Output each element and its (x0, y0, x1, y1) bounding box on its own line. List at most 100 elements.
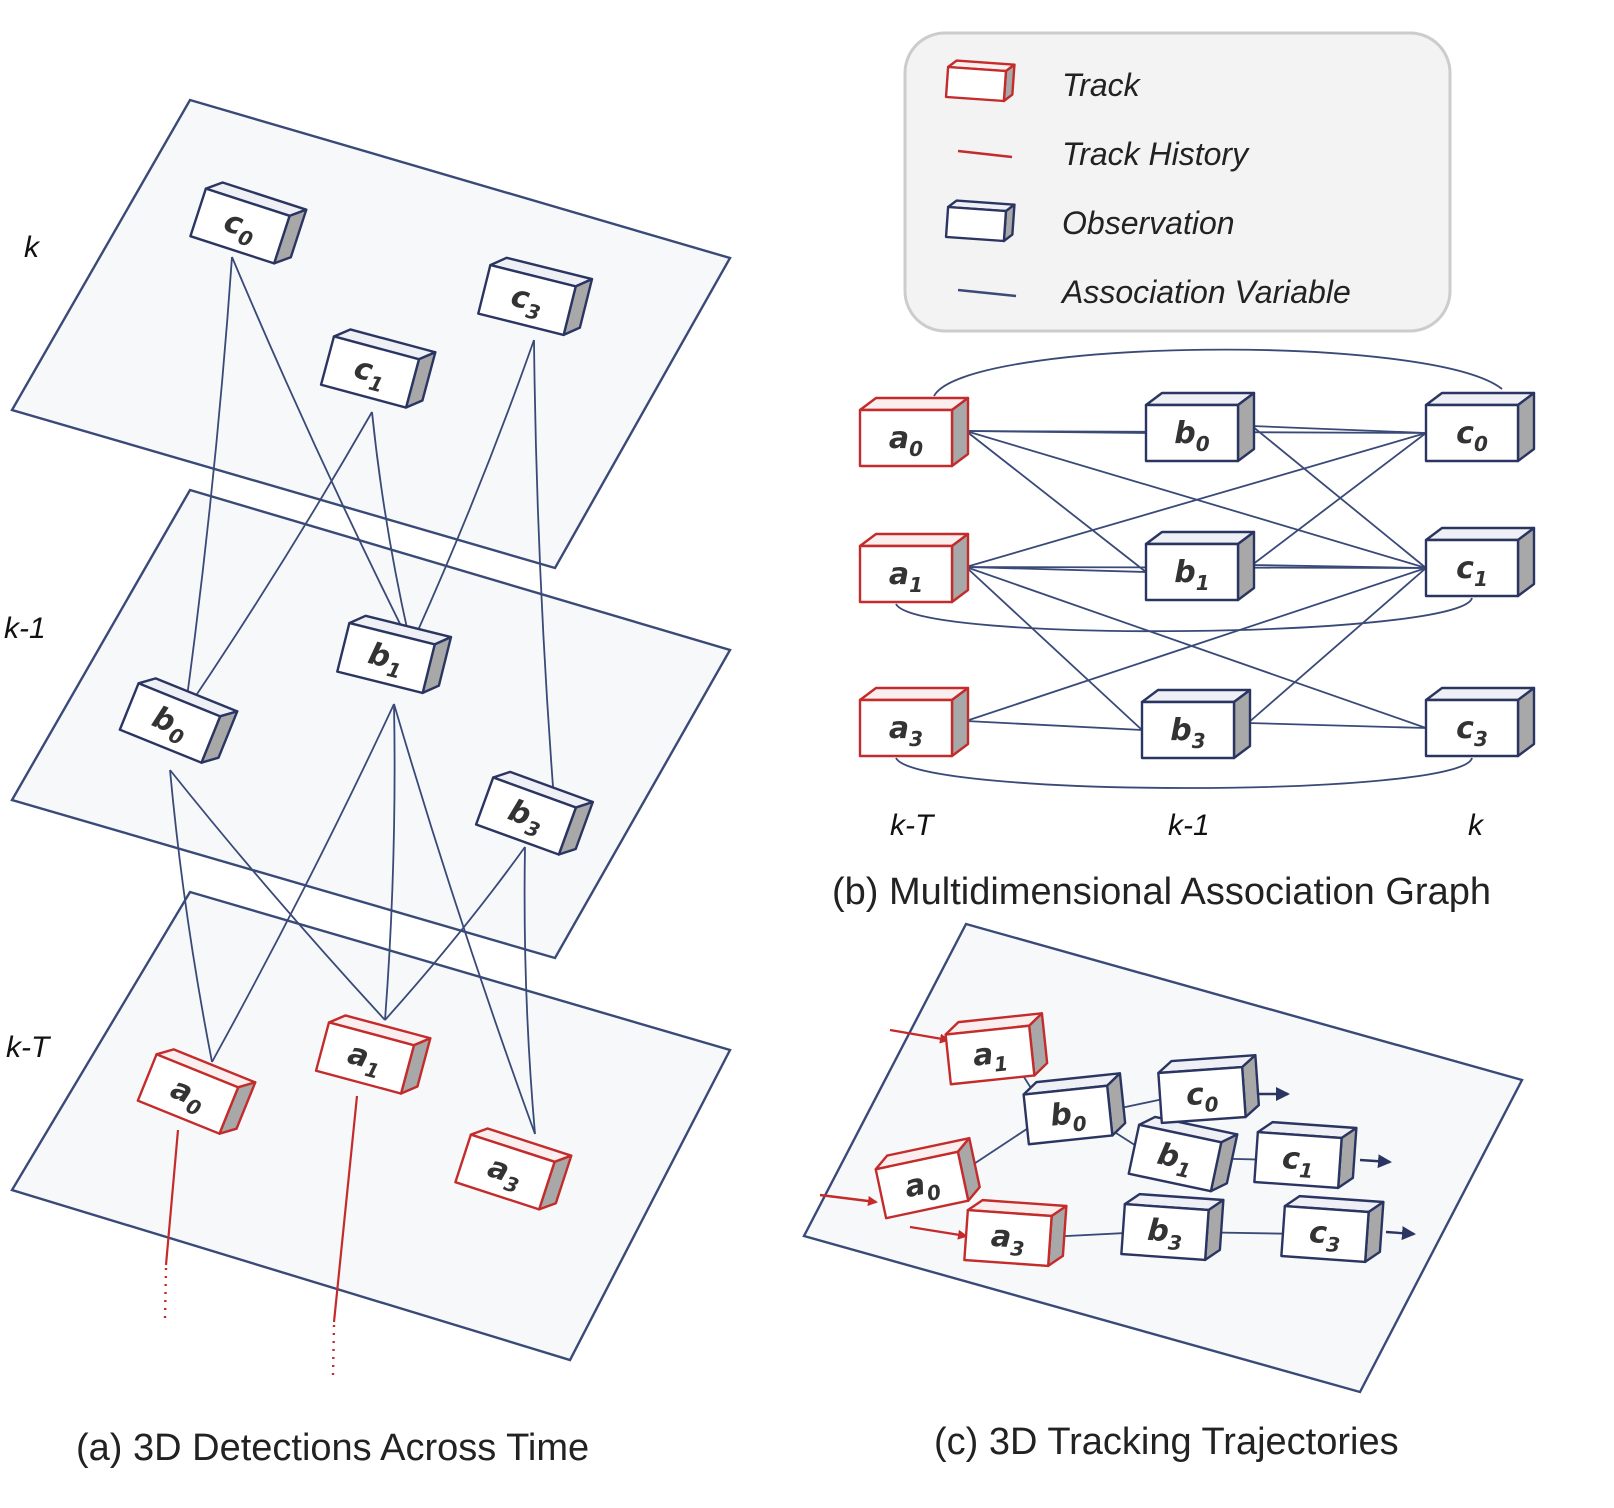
box-b0: b0 (1144, 391, 1256, 463)
box-label-a1: a1 (889, 557, 923, 597)
incoming-track-arrows (819, 1028, 968, 1240)
box-b3: b3 (1120, 1192, 1225, 1262)
outgoing-arrow-c1 (1359, 1154, 1392, 1169)
box-b3: b3 (474, 770, 595, 856)
level-label-k-minus-T: k-T (6, 1031, 52, 1064)
history-a1 (332, 1095, 359, 1323)
outgoing-arrow-c3 (1385, 1226, 1416, 1241)
history-a0 (164, 1129, 180, 1266)
box-label-a1: a1 (971, 1035, 1009, 1078)
edge-a3-b3 (965, 720, 1143, 731)
box-label-c0: c0 (1456, 416, 1488, 456)
box-a1: a1 (858, 532, 970, 604)
box-label-c3: c3 (1456, 711, 1488, 751)
edge-b0-c1 (1251, 425, 1427, 569)
box-c0: c0 (1157, 1053, 1261, 1125)
edge-c0-b0 (184, 256, 233, 713)
incoming-arrow-a0 (819, 1193, 878, 1206)
box-label-c3: c3 (1308, 1215, 1342, 1257)
edge-b1-a1 (384, 703, 396, 1021)
legend-track-history-swatch (957, 149, 1013, 159)
edge-c1-b0 (184, 411, 373, 713)
box-label-c1: c1 (1456, 551, 1488, 591)
box-label-c1: c1 (1281, 1141, 1315, 1183)
caption-c: (c) 3D Tracking Trajectories (934, 1421, 1399, 1463)
legend: Track Track History Observation Associat… (903, 31, 1452, 333)
edge-b1-c0 (1251, 432, 1427, 566)
plane-k-minus-T (10, 890, 732, 1362)
history-a1-dots (331, 1324, 336, 1376)
legend-association-label: Association Variable (1060, 274, 1351, 310)
box-label-b3: b3 (1170, 713, 1205, 753)
edge-b0-a1 (169, 769, 386, 1021)
box-b1: b1 (336, 614, 453, 695)
edge-b1-a0 (211, 703, 395, 1063)
box-a3: a3 (454, 1127, 573, 1211)
edge-a1-c0 (965, 432, 1427, 568)
plane-k-minus-1 (10, 488, 732, 960)
edge-c3-b3 (533, 339, 555, 801)
panel-b: a0 a1 a3 b0 b1 b3 c0 c1 c3 k-T k-1 k (b) Multidi… (832, 348, 1536, 913)
axis-label-k: k (1468, 809, 1485, 842)
caption-b: (b) Multidimensional Association Graph (832, 871, 1491, 913)
edge-b0-c0 (1251, 425, 1427, 434)
level-label-k-minus-1: k-1 (4, 612, 46, 645)
history-a0-dots (163, 1267, 168, 1319)
edge-a1-c3 (965, 566, 1427, 729)
box-label-b3: b3 (1146, 1213, 1184, 1255)
track-history-lines (163, 1095, 359, 1376)
edge-a3-c1 (965, 567, 1427, 722)
box-label-b0: b0 (1174, 416, 1209, 456)
level-label-k: k (24, 231, 41, 264)
box-a1: a1 (314, 1014, 432, 1095)
box-c1: c1 (1253, 1120, 1358, 1190)
legend-track-label: Track (1062, 67, 1142, 103)
box-b0: b0 (1022, 1072, 1127, 1146)
incoming-arrow-a1 (889, 1028, 950, 1044)
caption-a: (a) 3D Detections Across Time (76, 1427, 589, 1469)
edge-c3-b1 (410, 339, 535, 647)
box-label-c0: c0 (1185, 1076, 1220, 1118)
edge-b3-c1 (1247, 567, 1427, 724)
box-c3: c3 (477, 256, 594, 337)
legend-observation-label: Observation (1062, 205, 1235, 241)
box-a0 (944, 59, 1016, 103)
edge-b1-c1 (1251, 564, 1427, 569)
box-a0: a0 (858, 396, 970, 468)
box-a3: a3 (858, 686, 970, 758)
box-c1: c1 (1424, 526, 1536, 598)
boxes-b: a0 a1 a3 b0 b1 b3 c0 c1 c3 (858, 391, 1536, 760)
edge-a0-c0-arc (933, 348, 1503, 397)
legend-track-history-label: Track History (1062, 136, 1250, 172)
box-label-a0: a0 (889, 421, 923, 461)
box-b3: b3 (1140, 688, 1252, 760)
edge-c0-b1 (231, 256, 412, 647)
box-label-a3: a3 (889, 711, 923, 751)
box-b1: b1 (1144, 530, 1256, 602)
edge-b3-a1 (384, 846, 526, 1021)
box-label-b1: b1 (1174, 555, 1209, 595)
box-label-b0: b0 (1049, 1095, 1088, 1138)
outgoing-track-arrows (1258, 1087, 1416, 1241)
edge-c1-b1 (371, 411, 412, 647)
edge-b1-a3 (393, 703, 536, 1135)
axis-label-k-minus-T: k-T (890, 809, 936, 842)
box-a0: a0 (136, 1048, 257, 1135)
edge-b3-c3 (1247, 722, 1427, 729)
incoming-arrow-a3 (909, 1225, 968, 1240)
edge-a1-b3 (965, 566, 1143, 731)
association-edges-a (169, 256, 555, 1135)
box-c0: c0 (1424, 391, 1536, 463)
box-label-a3: a3 (989, 1219, 1026, 1261)
box-label-a0: a0 (164, 1071, 211, 1121)
edge-a0-b1 (965, 430, 1147, 573)
box-a1: a1 (944, 1012, 1049, 1086)
axis-label-k-minus-1: k-1 (1168, 809, 1210, 842)
edge-b0-a0 (169, 769, 213, 1063)
legend-frame (903, 31, 1452, 333)
box-c3: c3 (1280, 1194, 1385, 1264)
